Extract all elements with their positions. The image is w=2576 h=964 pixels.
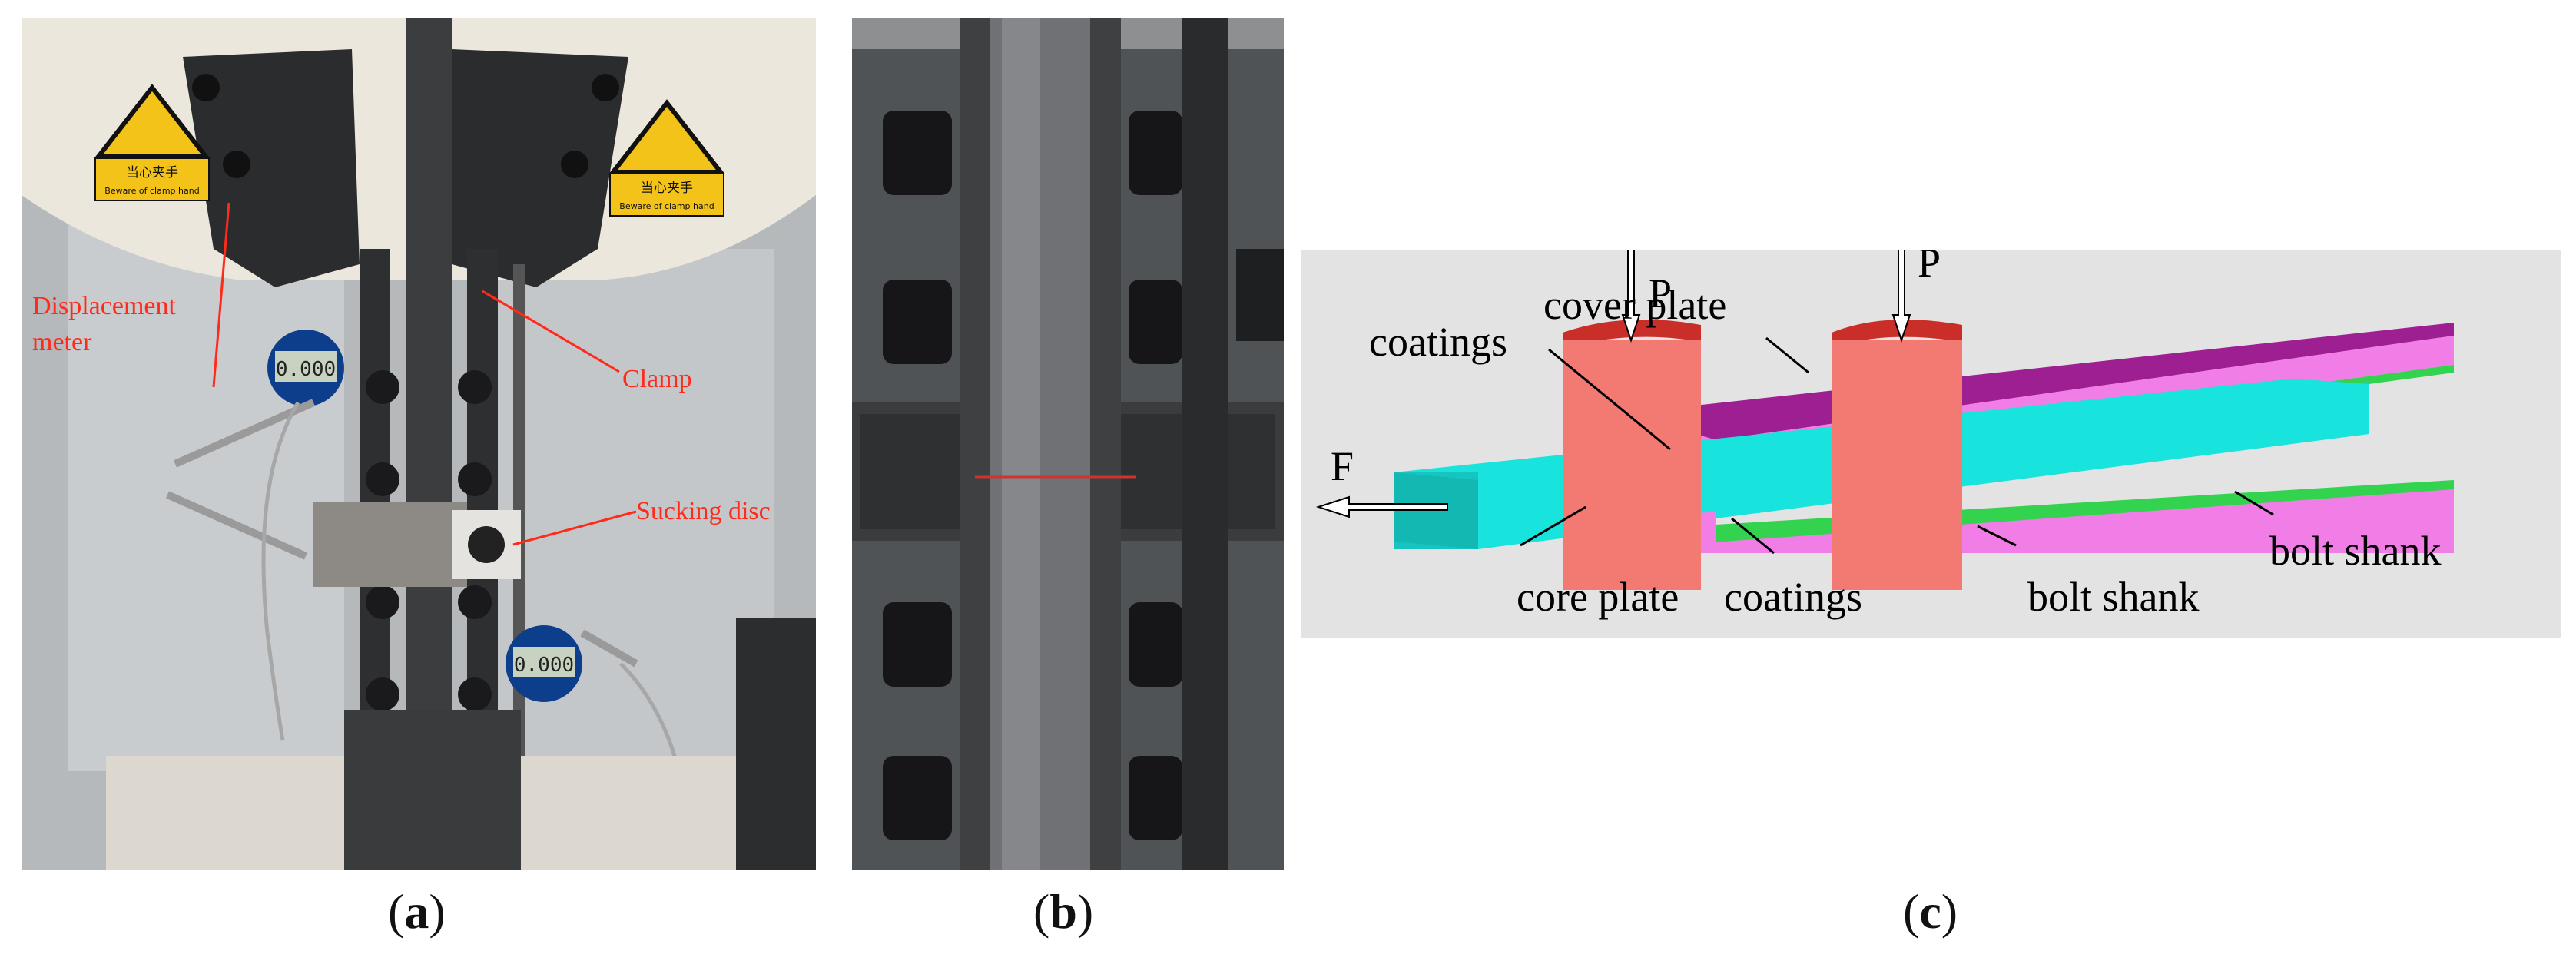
label-displacement-meter-line2: meter bbox=[32, 328, 92, 356]
dial-gauge-upper: 0.000 bbox=[267, 330, 344, 406]
label-coatings-lower: coatings bbox=[1724, 574, 1862, 620]
label-bolt-shank-1: bolt shank bbox=[2027, 574, 2200, 620]
gauge-reading: 0.000 bbox=[514, 654, 574, 677]
caption-b-letter: b bbox=[1049, 884, 1077, 939]
warning-text-cn: 当心夹手 bbox=[126, 165, 178, 181]
caption-a-close: ) bbox=[429, 884, 446, 939]
panel-a-test-setup-photo: 当心夹手 Beware of clamp hand 当心夹手 Beware of… bbox=[22, 18, 816, 870]
warning-text-cn: 当心夹手 bbox=[641, 181, 693, 196]
warning-text-en: Beware of clamp hand bbox=[104, 186, 199, 196]
warning-text-en: Beware of clamp hand bbox=[619, 201, 714, 211]
caption-c-open: ( bbox=[1903, 884, 1920, 939]
bolt-shank-2 bbox=[1832, 319, 1962, 590]
caption-b: (b) bbox=[1033, 883, 1093, 940]
caption-a: (a) bbox=[388, 883, 446, 940]
panel-b-specimen-closeup bbox=[852, 18, 1284, 870]
panel-b-illustration bbox=[852, 18, 1284, 870]
label-sucking-disc: Sucking disc bbox=[636, 497, 771, 525]
dial-gauge-lower: 0.000 bbox=[506, 625, 582, 702]
label-clamp: Clamp bbox=[622, 365, 692, 393]
label-force-f: F bbox=[1331, 443, 1354, 489]
label-force-p2: P bbox=[1918, 250, 1941, 286]
label-force-p1: P bbox=[1649, 270, 1672, 316]
panel-c-schematic: cover plate coatings core plate coatings… bbox=[1301, 250, 2561, 638]
gauge-reading: 0.000 bbox=[276, 358, 336, 381]
panel-a-illustration: 当心夹手 Beware of clamp hand 当心夹手 Beware of… bbox=[22, 18, 816, 870]
right-clamp-jaw bbox=[452, 49, 628, 287]
label-bolt-shank-2: bolt shank bbox=[2269, 528, 2442, 574]
caption-a-open: ( bbox=[388, 884, 405, 939]
caption-c: (c) bbox=[1903, 883, 1958, 940]
warning-sign-right: 当心夹手 Beware of clamp hand bbox=[608, 99, 726, 217]
label-core-plate: core plate bbox=[1517, 574, 1679, 620]
caption-a-letter: a bbox=[404, 884, 429, 939]
bolt-shank-1 bbox=[1563, 319, 1701, 590]
caption-b-open: ( bbox=[1033, 884, 1050, 939]
caption-b-close: ) bbox=[1076, 884, 1094, 939]
force-arrow-p2 bbox=[1891, 250, 1911, 343]
label-coatings-upper: coatings bbox=[1369, 319, 1507, 365]
lower-cover-plate bbox=[1563, 480, 2454, 553]
label-displacement-meter: Displacement bbox=[32, 292, 176, 320]
force-arrow-p1 bbox=[1621, 250, 1641, 343]
panel-c-diagram: cover plate coatings core plate coatings… bbox=[1301, 250, 2561, 638]
caption-c-letter: c bbox=[1919, 884, 1941, 939]
bolt-heads bbox=[883, 111, 1182, 840]
caption-c-close: ) bbox=[1941, 884, 1958, 939]
label-cover-plate: cover plate bbox=[1543, 282, 1726, 328]
force-arrow-f bbox=[1315, 495, 1448, 518]
warning-sign-left: 当心夹手 Beware of clamp hand bbox=[93, 84, 211, 201]
magnetic-base bbox=[313, 502, 467, 587]
